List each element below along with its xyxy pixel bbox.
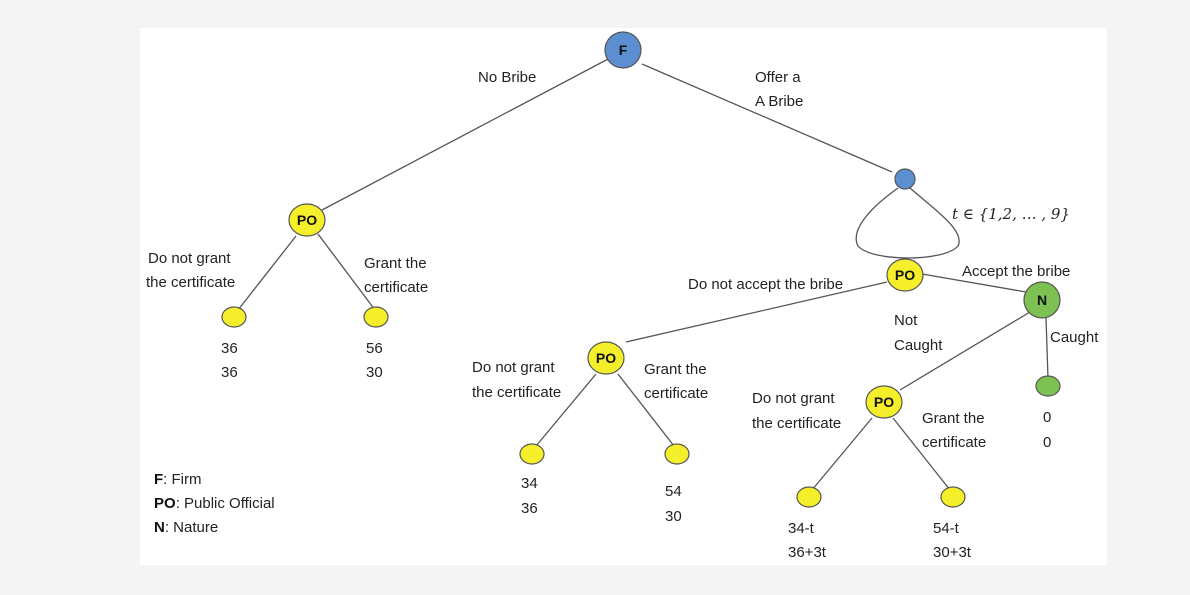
label-po1-grant-line1: Grant the — [364, 255, 427, 272]
edge-accept — [921, 273, 1027, 293]
label-po3-nogrant-line2: the certificate — [472, 384, 561, 401]
label-accept: Accept the bribe — [962, 263, 1070, 280]
label-not-caught-line1: Not — [894, 312, 918, 329]
node-bribe-amount — [894, 168, 916, 190]
payoff-da-grant-po: 30 — [665, 508, 682, 525]
payoff-nc-grant-po: 30+3t — [933, 544, 972, 561]
label-po3-grant-line1: Grant the — [644, 361, 707, 378]
leaf-nc-nogrant — [796, 486, 822, 508]
node-firm: F — [604, 31, 642, 69]
payoff-nc-nogrant-firm: 34-t — [788, 520, 815, 537]
label-po4-grant-line1: Grant the — [922, 410, 985, 427]
payoff-nb-nogrant-firm: 36 — [221, 340, 238, 357]
label-t-set: t ∈ {1,2, … , 9} — [952, 205, 1070, 223]
payoff-caught-po: 0 — [1043, 434, 1051, 451]
edge-po4-grant — [892, 417, 951, 491]
tree-edges — [237, 57, 1049, 491]
legend-item-nature: N: Nature — [154, 519, 218, 536]
node-po-not-caught: PO — [865, 385, 903, 419]
payoff-nb-grant-firm: 56 — [366, 340, 383, 357]
leaf-caught — [1035, 375, 1061, 397]
payoff-da-nogrant-firm: 34 — [521, 475, 538, 492]
node-po-declined: PO — [587, 341, 625, 375]
node-po-bribe: PO — [886, 258, 924, 292]
edge-po1-grant — [317, 233, 376, 311]
label-caught: Caught — [1050, 329, 1099, 346]
svg-text:PO: PO — [596, 350, 616, 366]
label-po3-nogrant-line1: Do not grant — [472, 359, 555, 376]
node-po-no-bribe: PO — [288, 203, 326, 237]
label-po1-nogrant-line2: the certificate — [146, 274, 235, 291]
edge-not-caught — [899, 311, 1031, 391]
legend-item-public-official: PO: Public Official — [154, 495, 275, 512]
edge-no-bribe — [321, 57, 611, 211]
payoff-caught-firm: 0 — [1043, 409, 1051, 426]
edge-po3-nogrant — [535, 373, 597, 447]
svg-text:PO: PO — [874, 394, 894, 410]
edge-offer-bribe — [641, 63, 893, 173]
svg-text:F: F — [619, 42, 628, 58]
leaf-nb-nogrant — [221, 306, 247, 328]
label-offer-bribe-line2: A Bribe — [755, 93, 803, 110]
payoff-da-nogrant-po: 36 — [521, 500, 538, 517]
payoff-nb-nogrant-po: 36 — [221, 364, 238, 381]
legend: F: Firm PO: Public Official N: Nature — [154, 471, 275, 536]
label-no-bribe: No Bribe — [478, 69, 536, 86]
payoff-nb-grant-po: 30 — [366, 364, 383, 381]
label-po1-grant-line2: certificate — [364, 279, 428, 296]
label-offer-bribe-line1: Offer a — [755, 69, 801, 86]
leaf-nc-grant — [940, 486, 966, 508]
payoff-nc-nogrant-po: 36+3t — [788, 544, 827, 561]
label-po4-nogrant-line2: the certificate — [752, 415, 841, 432]
edge-po3-grant — [617, 373, 675, 447]
payoff-nc-grant-firm: 54-t — [933, 520, 960, 537]
edge-caught — [1045, 317, 1049, 379]
svg-text:PO: PO — [895, 267, 915, 283]
diagram-background — [140, 28, 1107, 565]
svg-text:N: N — [1037, 292, 1047, 308]
svg-text:PO: PO — [297, 212, 317, 228]
t-choice-arc — [855, 187, 960, 259]
leaf-da-grant — [664, 443, 690, 465]
edge-po1-nogrant — [237, 235, 297, 311]
label-po1-nogrant-line1: Do not grant — [148, 250, 231, 267]
node-nature: N — [1023, 281, 1061, 319]
payoff-da-grant-firm: 54 — [665, 483, 682, 500]
label-po4-nogrant-line1: Do not grant — [752, 390, 835, 407]
edge-dont-accept — [625, 281, 888, 343]
label-po3-grant-line2: certificate — [644, 385, 708, 402]
label-po4-grant-line2: certificate — [922, 434, 986, 451]
leaf-da-nogrant — [519, 443, 545, 465]
leaf-nb-grant — [363, 306, 389, 328]
legend-item-firm: F: Firm — [154, 471, 202, 488]
terminal-nodes — [221, 306, 1061, 508]
label-not-caught-line2: Caught — [894, 337, 943, 354]
label-dont-accept: Do not accept the bribe — [688, 276, 843, 293]
edge-po4-nogrant — [811, 417, 873, 491]
